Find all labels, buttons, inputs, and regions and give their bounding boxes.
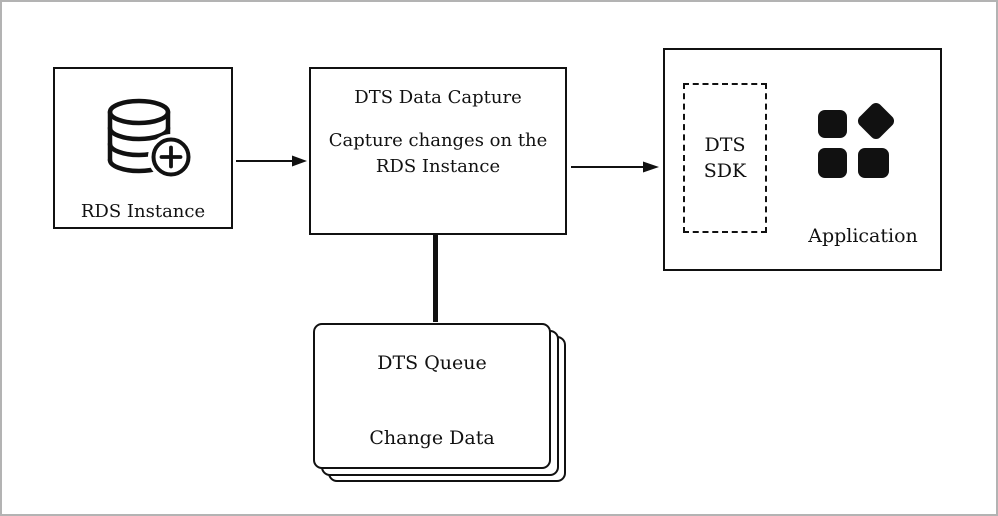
arrow-rds-to-capture — [236, 155, 307, 167]
connector-capture-to-queue — [433, 235, 438, 322]
database-plus-icon — [106, 97, 192, 179]
dts-queue-title: DTS Queue — [377, 352, 487, 374]
dts-queue-node: DTS Queue Change Data — [313, 323, 551, 469]
rds-instance-node: RDS Instance — [53, 67, 233, 229]
dts-data-capture-desc-line2: RDS Instance — [375, 156, 501, 177]
dts-data-capture-title: DTS Data Capture — [354, 87, 522, 108]
dts-data-capture-desc-line1: Capture changes on the — [328, 130, 548, 151]
dts-data-capture-desc: Capture changes on the RDS Instance — [311, 128, 565, 180]
application-group-node — [663, 48, 942, 271]
arrow-capture-to-app — [571, 161, 659, 173]
app-squares-icon — [818, 101, 898, 179]
application-label: Application — [808, 225, 918, 247]
dts-sdk-line2: SDK — [703, 160, 747, 182]
dts-queue-subtitle: Change Data — [369, 427, 495, 449]
rds-instance-label: RDS Instance — [80, 201, 206, 222]
dts-sdk-line1: DTS — [704, 134, 746, 156]
dts-data-capture-node: DTS Data Capture Capture changes on the … — [309, 67, 567, 235]
dts-sdk-node: DTS SDK — [683, 83, 767, 233]
